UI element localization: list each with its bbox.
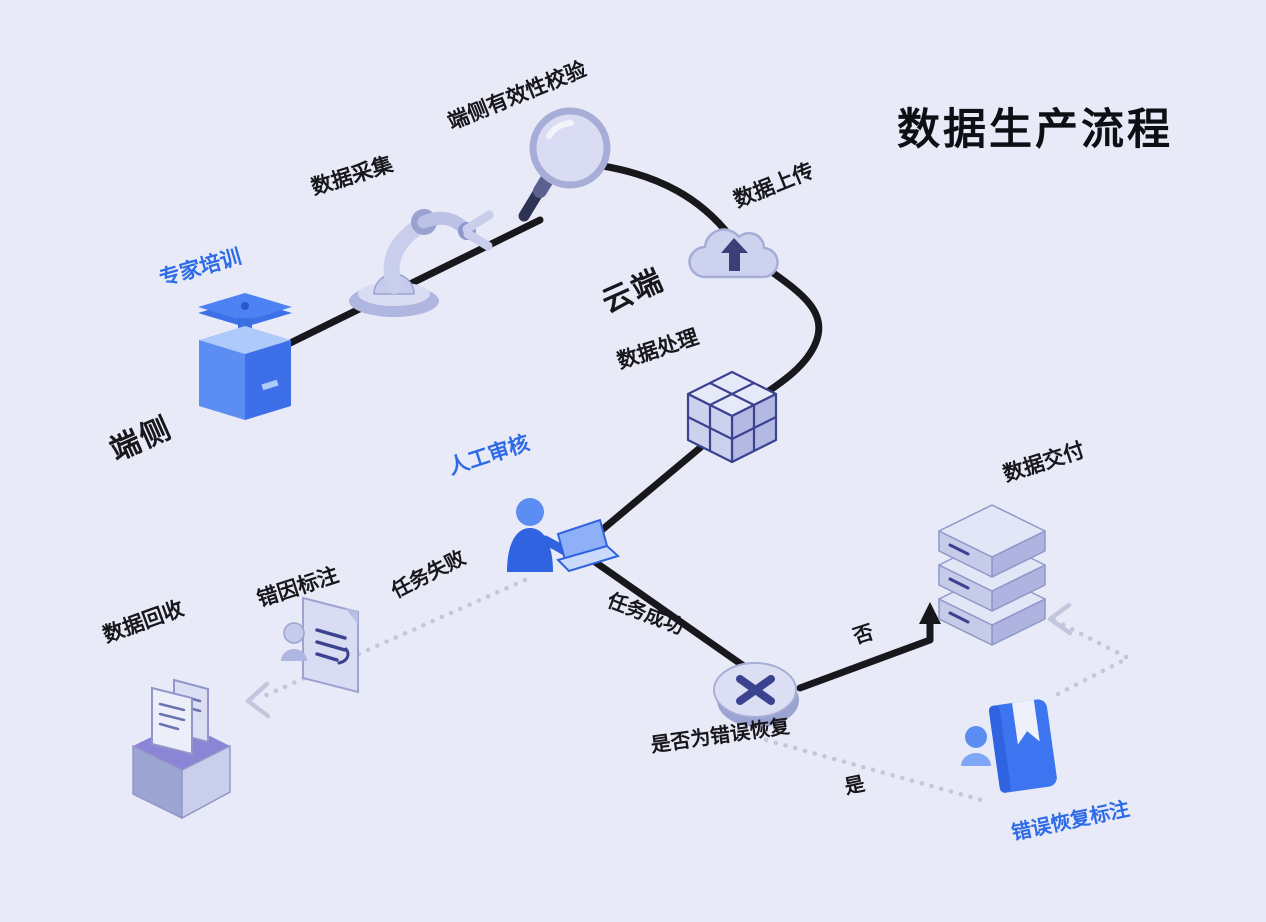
cloud-upload-icon bbox=[688, 228, 779, 279]
solid-flow-lines bbox=[268, 162, 934, 692]
dotted-arrowheads bbox=[245, 602, 1073, 719]
server-icon bbox=[938, 504, 1046, 646]
dotted-flow-lines bbox=[259, 577, 1133, 804]
recycle-box-icon bbox=[132, 678, 231, 820]
recovery-book-icon bbox=[961, 699, 1057, 793]
magnifier-icon bbox=[518, 107, 611, 222]
robot-arm-icon bbox=[349, 209, 494, 317]
edge-label-yes: 是 bbox=[842, 773, 867, 799]
solid-arrowhead bbox=[919, 602, 941, 624]
data-cube-icon bbox=[686, 370, 778, 464]
reviewer-person-icon bbox=[507, 498, 620, 573]
training-podium-icon bbox=[198, 293, 292, 420]
decision-x-icon bbox=[713, 662, 799, 727]
error-doc-icon bbox=[281, 596, 359, 694]
page-title: 数据生产流程 bbox=[897, 106, 1173, 154]
